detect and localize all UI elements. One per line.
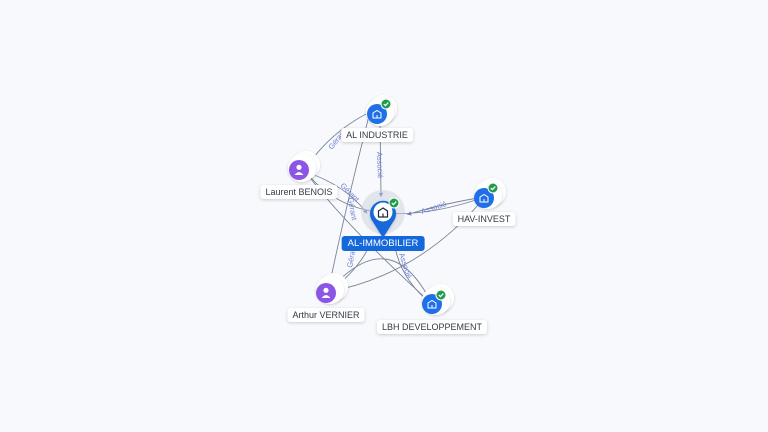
user-icon [321, 287, 331, 298]
edge-label-gerant-3: Gérant [346, 197, 359, 222]
user-icon [294, 164, 304, 175]
edge-label-hav-invest: Associé [420, 199, 448, 216]
node-label-hav-invest[interactable]: HAV-INVEST [452, 212, 516, 226]
center-node-label[interactable]: AL-IMMOBILIER [341, 236, 425, 251]
center-node[interactable] [361, 190, 405, 238]
node-laurent-benois[interactable] [288, 151, 320, 182]
node-label-al-industrie[interactable]: AL INDUSTRIE [341, 128, 413, 142]
building-icon [377, 207, 389, 218]
building-icon [427, 299, 437, 309]
edge-label-al-industrie: Associé [375, 152, 385, 179]
check-icon [388, 197, 400, 209]
edge-label-lbh: Associé [397, 252, 414, 280]
check-icon [487, 182, 499, 194]
node-hav-invest[interactable] [474, 178, 506, 209]
building-icon [372, 109, 382, 119]
check-icon [435, 289, 447, 301]
edge-laurent-lbh[interactable] [305, 171, 433, 305]
check-icon [380, 98, 392, 110]
node-lbh-developpement[interactable] [422, 284, 454, 315]
building-icon [479, 193, 489, 203]
node-al-industrie[interactable] [366, 95, 397, 126]
node-arthur-vernier[interactable] [316, 273, 348, 304]
node-label-arthur-vernier[interactable]: Arthur VERNIER [287, 308, 365, 322]
node-label-laurent-benois[interactable]: Laurent BENOIS [260, 185, 338, 199]
node-label-lbh-developpement[interactable]: LBH DEVELOPPEMENT [376, 320, 488, 334]
